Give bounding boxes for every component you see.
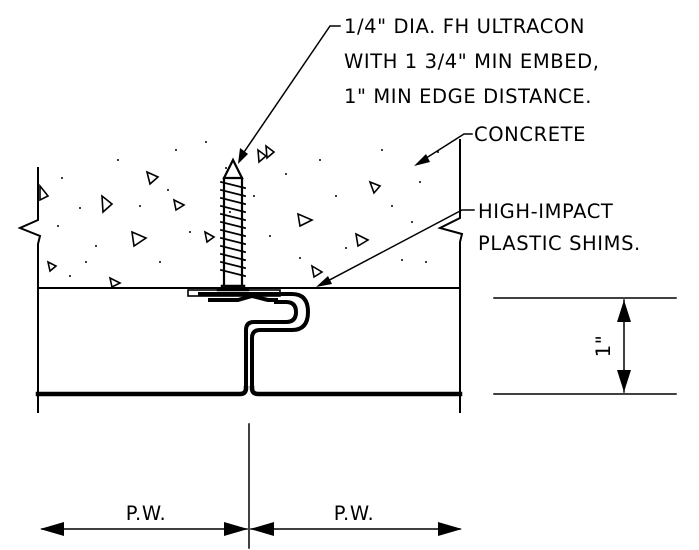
concrete-label: CONCRETE [474, 123, 586, 146]
height-dimension: 1" [493, 297, 677, 395]
fastener-screw [187, 157, 281, 297]
screw-threads [219, 180, 247, 278]
screw-head [216, 284, 250, 292]
panel-left-bottom-skin [35, 385, 249, 397]
steel-panels [35, 287, 463, 413]
seam-right-leg [198, 292, 310, 390]
concrete-slab [17, 139, 464, 289]
concrete-leader-line [418, 133, 473, 164]
shims-label-line2: PLASTIC SHIMS. [478, 232, 641, 255]
fastener-label-line3: 1" MIN EDGE DISTANCE. [344, 85, 592, 108]
concrete-aggregate-dots [57, 141, 439, 277]
fastener-callout: 1/4" DIA. FH ULTRACON WITH 1 3/4" MIN EM… [238, 15, 600, 164]
shims-leader-line [320, 209, 475, 286]
concrete-leader-arrowhead [414, 154, 430, 166]
shims-callout: HIGH-IMPACT PLASTIC SHIMS. [316, 200, 641, 287]
concrete-callout: CONCRETE [414, 123, 586, 166]
concrete-right-break-line [437, 139, 464, 289]
shims-leader-arrowhead [316, 276, 332, 287]
height-arrow-top [617, 300, 631, 322]
seam-left-leg [244, 300, 298, 390]
pw-right-arrow-outer [438, 522, 462, 536]
pw-left-arrow-inner [224, 522, 248, 536]
fastener-label-line1: 1/4" DIA. FH ULTRACON [344, 15, 585, 38]
panel-right-bottom-skin [249, 385, 463, 397]
shims-label-line1: HIGH-IMPACT [478, 200, 613, 223]
fastener-leader-line [238, 25, 341, 160]
pw-right-arrow-inner [250, 522, 274, 536]
seam-profile [198, 292, 310, 390]
pw-left-arrow-outer [40, 522, 64, 536]
height-arrow-bottom [617, 370, 631, 392]
concrete-aggregate [39, 144, 382, 289]
panel-width-dimensions: P.W. P.W. [40, 423, 462, 549]
fastener-leader-arrowhead [238, 148, 248, 164]
fastener-label-line2: WITH 1 3/4" MIN EMBED, [344, 50, 600, 73]
pw-right-label: P.W. [334, 502, 375, 525]
pw-left-label: P.W. [126, 502, 167, 525]
height-dim-label: 1" [592, 335, 615, 358]
concrete-left-break-line [17, 167, 42, 289]
